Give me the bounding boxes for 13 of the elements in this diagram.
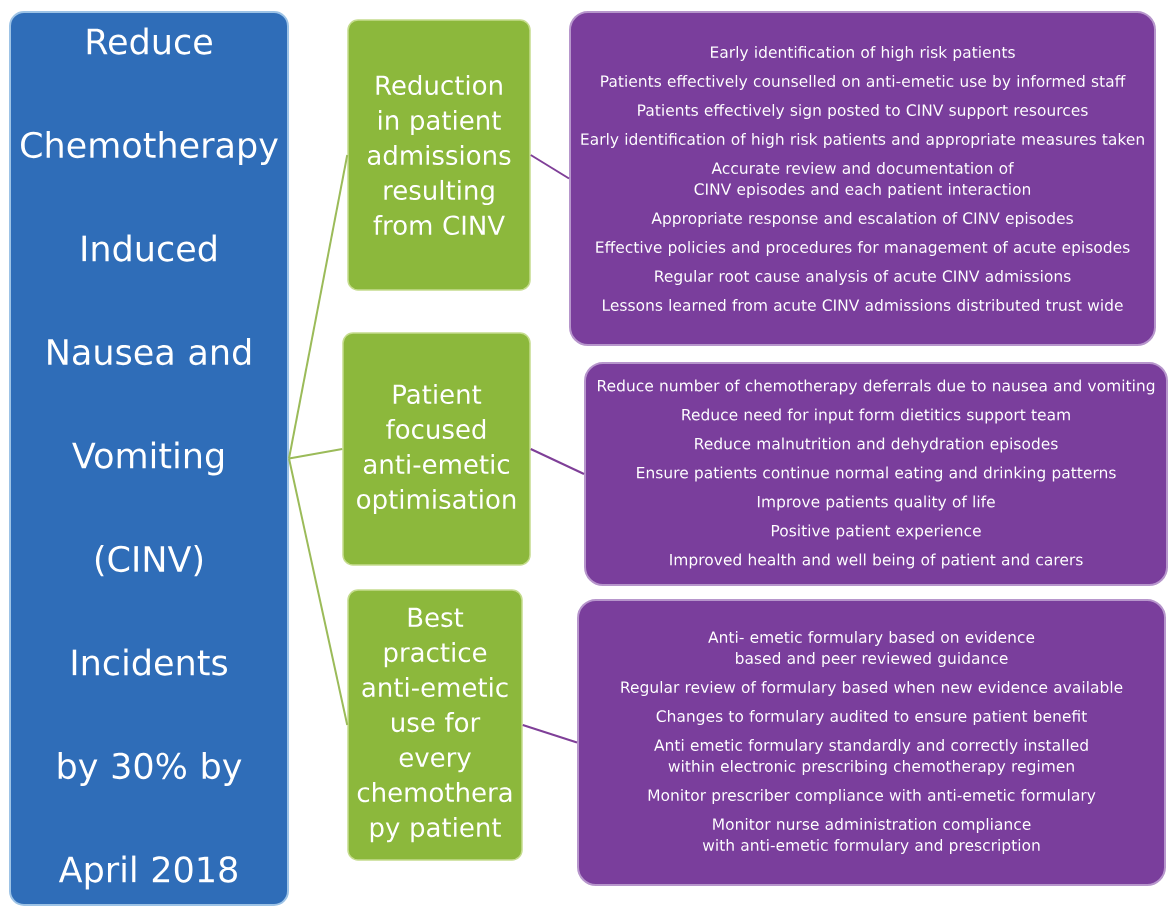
goal-box: Reduce Chemotherapy Induced Nausea and Vomiting (CINV) Incidents by 30% by April 2018 xyxy=(9,11,289,906)
connector-line xyxy=(529,448,585,475)
connector-line xyxy=(529,154,570,180)
connector-line xyxy=(288,457,349,726)
connector-line xyxy=(288,154,349,460)
driver-box: Best practice anti-emetic use for every chemothera py patient xyxy=(347,589,523,861)
action-list-box: Anti- emetic formulary based on evidence based and peer reviewed guidance Regular review of formulary based when new evidence available Changes to formulary audited to ensure patient benefit Anti emetic formulary standardly and correctly installed within electronic prescribing chemotherapy regimen Monitor prescriber compliance with anti-emetic formulary Monitor nurse administration compliance with anti-emetic formulary and prescription xyxy=(577,599,1166,886)
driver-box: Patient focused anti-emetic optimisation xyxy=(342,332,531,566)
connector-line xyxy=(288,448,344,460)
action-list-box: Reduce number of chemotherapy deferrals due to nausea and vomiting Reduce need for input form dietitics support team Reduce malnutrition and dehydration episodes Ensure patients continue normal eating and drinking patterns Improve patients quality of life Positive patient experience Improved health and well being of patient and carers xyxy=(584,362,1168,586)
connector-line xyxy=(521,724,578,744)
driver-box: Reduction in patient admissions resulting from CINV xyxy=(347,19,531,291)
action-list-box: Early identification of high risk patients Patients effectively counselled on anti-emetic use by informed staff Patients effectively sign posted to CINV support resources Early identification of high risk patients and appropriate measures taken Accurate review and documentation of CINV episodes and each patient interaction Appropriate response and escalation of CINV episodes Effective policies and procedures for management of acute episodes Regular root cause analysis of acute CINV admissions Lessons learned from acute CINV admissions distributed trust wide xyxy=(569,11,1156,346)
